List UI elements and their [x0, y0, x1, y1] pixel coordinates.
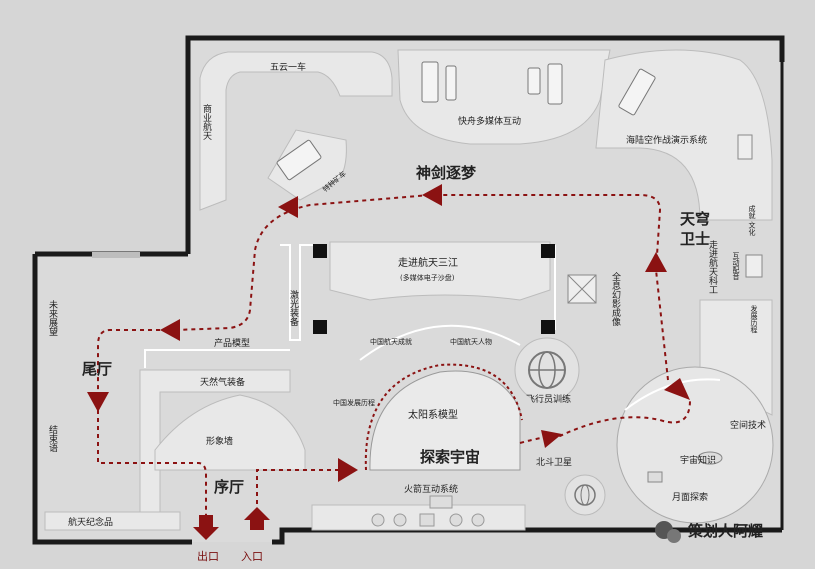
area-jiguang: 激光装备 [288, 289, 299, 326]
huojian-console [429, 495, 453, 509]
exit-arrow-icon [193, 515, 219, 540]
arrow-west-1-icon [422, 184, 442, 206]
taiyangxi-stage [369, 370, 521, 471]
columns [313, 244, 555, 334]
huojian-station-1 [371, 513, 385, 527]
yuemian-model-icon [647, 471, 663, 483]
door-exit: 出口 [197, 549, 219, 563]
area-chanpin: 产品模型 [214, 337, 250, 349]
partition-jinian [44, 511, 181, 531]
zone-tianqiong-line1: 天穹 [680, 210, 710, 228]
wall-chanpin [144, 349, 290, 368]
area-huojian: 火箭互动系统 [404, 483, 458, 495]
huojian-station-3 [419, 513, 435, 527]
route-arrows [87, 184, 690, 540]
beidou-platform [564, 474, 606, 516]
partition-huojian [311, 504, 526, 531]
vehicles [276, 61, 656, 181]
huojian-station-4 [449, 513, 463, 527]
area-yuzhou: 宇宙知识 [680, 454, 716, 466]
route-segment-exit [97, 410, 207, 515]
route-segment-north [440, 194, 669, 381]
partition-zoujin [329, 241, 551, 301]
right-display-2 [745, 254, 763, 278]
arrow-north-icon [645, 252, 667, 272]
door-entrance: 入口 [241, 550, 263, 563]
zone-weiting: 尾厅 [82, 360, 112, 378]
area-hailu: 海陆空作战演示系统 [626, 134, 707, 146]
tezhong-vehicle-icon [276, 139, 322, 181]
arrow-west-3-icon [160, 319, 180, 341]
huojian-station-2 [393, 513, 407, 527]
zone-shenjian: 神剑逐梦 [416, 164, 477, 182]
area-weilai: 未来展望 [47, 299, 58, 336]
partitions [44, 49, 773, 531]
taiyangxi-boundary [364, 363, 523, 471]
area-kongjian: 空间技术 [730, 419, 766, 431]
area-zoujin-kegong: 走进航天科工 [707, 240, 718, 294]
area-jinian: 航天纪念品 [68, 516, 113, 528]
watermark: 策划人阿耀 [687, 522, 763, 540]
area-jieshu: 结束语 [47, 424, 58, 453]
area-wuyun: 五云一车 [270, 61, 306, 73]
partition-upper-left [199, 51, 393, 211]
area-zhongguo-chengjiu: 中国航天成就 [370, 337, 412, 346]
area-zoujin: 走进航天三江 [398, 256, 458, 269]
column-1 [313, 244, 327, 258]
area-feixingyuan: 飞行员训练 [526, 393, 571, 405]
route-segment-entrance [256, 469, 345, 520]
huojian-stations [371, 495, 485, 527]
area-quanxi: 全息幻影成像 [610, 271, 621, 326]
route-segment-weiting [97, 329, 160, 392]
zone-xuting: 序厅 [214, 478, 244, 496]
area-xingxiang: 形象墙 [206, 435, 233, 447]
left-opening [92, 252, 140, 258]
yuzhou-model-icon [697, 451, 723, 465]
area-tianranqi: 天然气装备 [200, 376, 245, 388]
partition-xingxiang [154, 394, 306, 471]
arrow-west-2-icon [278, 196, 298, 218]
area-kuaizhou: 快舟多媒体互动 [458, 115, 521, 127]
outer-wall-top [185, 35, 785, 254]
area-zoujin-sub: (多媒体电子沙盘) [400, 273, 455, 282]
wall-jiguang [280, 244, 320, 341]
hailu-vehicle-icon [618, 68, 656, 116]
kuaizhou-vehicle-icon-1 [421, 61, 439, 103]
area-taiyangxi: 太阳系模型 [408, 408, 458, 421]
arrow-east-1-icon [338, 458, 358, 482]
entrance-arrow-icon [244, 507, 270, 530]
area-hudong-peiyin: 互动配音 [732, 252, 740, 281]
beidou-globe-meridian [580, 484, 590, 506]
area-yuemian: 月面探索 [672, 491, 708, 503]
wechat-logo-icon-2 [667, 529, 681, 543]
kuaizhou-vehicle-icon-4 [547, 63, 563, 105]
huojian-station-5 [471, 513, 485, 527]
right-display-1 [737, 134, 753, 160]
kuaizhou-vehicle-icon-3 [527, 67, 541, 95]
area-beidou: 北斗卫星 [536, 457, 572, 468]
column-4 [541, 320, 555, 334]
area-zhongguo-renwu: 中国航天人物 [450, 337, 492, 346]
quanxi-box-cross [567, 274, 597, 304]
area-shangye: 商业航天 [201, 103, 212, 141]
area-zhongguo-licheng: 中国发展历程 [333, 398, 375, 407]
kuaizhou-vehicle-icon-2 [445, 65, 457, 101]
arrow-south-icon [87, 392, 109, 412]
outer-wall-bottom [272, 527, 782, 545]
zone-tianqiong-line2: 卫士 [680, 230, 710, 248]
yuzhou-zone [616, 366, 774, 524]
column-3 [313, 320, 327, 334]
column-2 [541, 244, 555, 258]
outer-wall-left [32, 254, 192, 545]
area-fazhan-licheng-right: 发展历程 [750, 304, 758, 334]
structure-lines [144, 244, 556, 368]
zone-tansuo: 探索宇宙 [420, 448, 480, 466]
arrow-east-2-icon [541, 430, 562, 448]
wall-inner-arc [359, 324, 521, 361]
arrow-northeast-icon [664, 378, 690, 400]
area-chengji-wenhua: 成就 文化 [748, 204, 756, 236]
